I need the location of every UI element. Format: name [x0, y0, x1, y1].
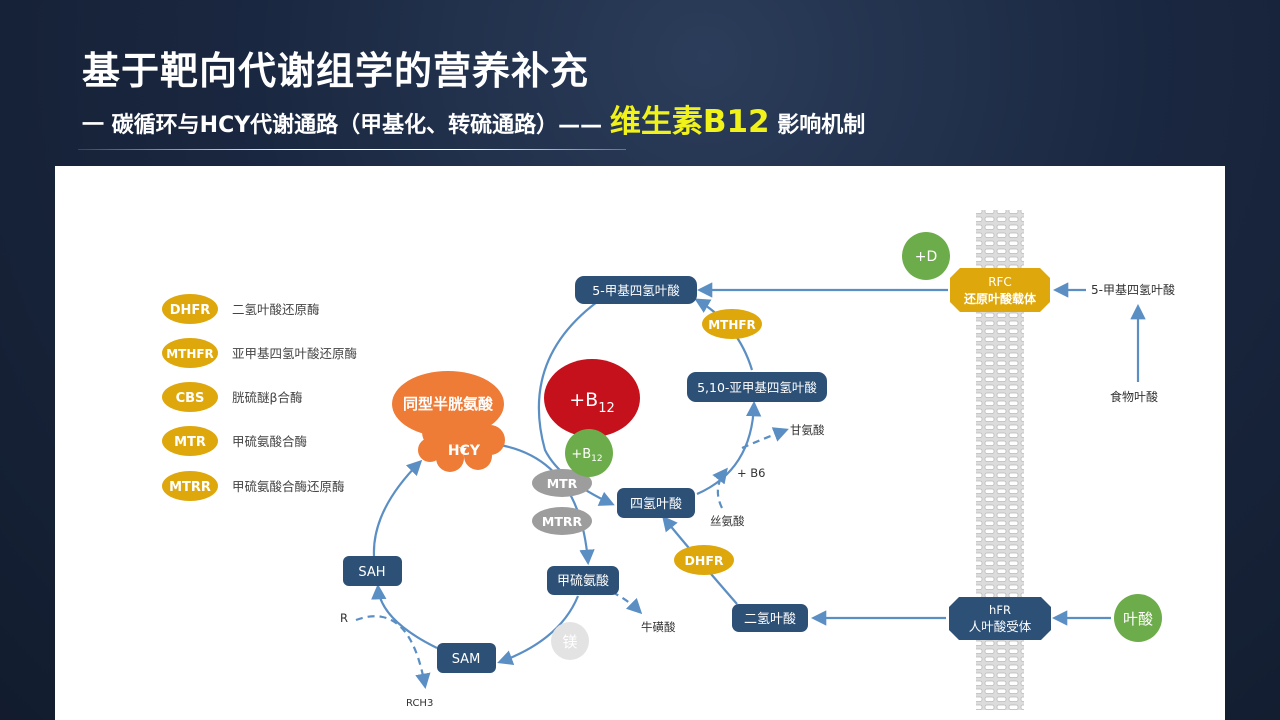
svg-text:+B12: +B12: [569, 389, 615, 416]
svg-text:镁: 镁: [562, 633, 577, 651]
svg-text:DHFR: DHFR: [684, 553, 723, 568]
node-methylene-thf: 5,10-亚甲基四氢叶酸: [687, 372, 827, 402]
vitamin-b12-badge-small: +B12: [565, 429, 613, 477]
legend-abbr: MTR: [174, 435, 206, 450]
title-divider: [78, 149, 626, 150]
enzyme-mtrr: MTRR: [532, 507, 592, 535]
svg-text:MTRR: MTRR: [542, 514, 583, 529]
hcy-full-name: 同型半胱氨酸: [403, 395, 494, 413]
legend-item: CBS 胱硫醚β合酶: [162, 382, 302, 412]
legend-desc: 二氢叶酸还原酶: [232, 302, 320, 317]
svg-text:MTHFR: MTHFR: [708, 318, 756, 332]
node-rfc: RFC 还原叶酸载体: [950, 268, 1050, 312]
label-r: R: [340, 611, 348, 625]
magnesium-badge: 镁: [551, 622, 589, 660]
vitamin-b12-badge-large: +B12: [544, 359, 640, 437]
legend-item: DHFR 二氢叶酸还原酶: [162, 294, 320, 324]
enzyme-mthfr: MTHFR: [702, 309, 762, 339]
node-methionine: 甲硫氨酸: [547, 566, 619, 595]
subtitle-suffix: 影响机制: [777, 113, 866, 138]
node-5-methyl-thf: 5-甲基四氢叶酸: [575, 276, 697, 304]
label-rch3: RCH3: [406, 698, 433, 709]
enzyme-legend: DHFR 二氢叶酸还原酶 MTHFR 亚甲基四氢叶酸还原酶 CBS 胱硫醚β合酶…: [162, 294, 357, 501]
side-labels: 甘氨酸 + B6 丝氨酸 牛磺酸 R RCH3 5-甲基四氢叶酸 食物叶酸: [340, 282, 1175, 709]
legend-abbr: MTHFR: [166, 347, 214, 361]
page-subtitle: 一 碳循环与HCY代谢通路（甲基化、转硫通路）—— 维生素B12 影响机制: [82, 96, 865, 141]
svg-text:叶酸: 叶酸: [1123, 610, 1153, 628]
subtitle-highlight: 维生素B12: [609, 104, 770, 140]
folate-badge: 叶酸: [1114, 594, 1162, 642]
hcy-abbr: HCY: [448, 443, 481, 459]
node-sam: SAM: [437, 643, 496, 673]
legend-abbr: DHFR: [170, 303, 211, 318]
node-dhf: 二氢叶酸: [732, 604, 808, 632]
svg-text:MTR: MTR: [547, 476, 578, 491]
legend-item: MTRR 甲硫氨酸合酶还原酶: [162, 471, 345, 501]
label-glycine: 甘氨酸: [790, 423, 825, 437]
legend-desc: 甲硫氨酸合酶: [232, 434, 307, 449]
enzyme-dhfr: DHFR: [674, 545, 734, 575]
node-thf: 四氢叶酸: [617, 488, 695, 518]
page-title: 基于靶向代谢组学的营养补充: [82, 49, 590, 93]
legend-item: MTHFR 亚甲基四氢叶酸还原酶: [162, 338, 357, 368]
svg-text:RFC: RFC: [988, 275, 1012, 289]
legend-item: MTR 甲硫氨酸合酶: [162, 426, 307, 456]
svg-text:四氢叶酸: 四氢叶酸: [630, 497, 682, 512]
legend-desc: 亚甲基四氢叶酸还原酶: [232, 346, 357, 361]
node-hcy: 同型半胱氨酸 HCY: [392, 371, 505, 472]
legend-abbr: MTRR: [169, 480, 211, 495]
svg-text:5-甲基四氢叶酸: 5-甲基四氢叶酸: [592, 283, 680, 298]
svg-text:人叶酸受体: 人叶酸受体: [969, 619, 1032, 634]
node-sah: SAH: [343, 556, 402, 586]
label-external-methyl-thf: 5-甲基四氢叶酸: [1091, 282, 1175, 297]
svg-text:5,10-亚甲基四氢叶酸: 5,10-亚甲基四氢叶酸: [697, 380, 817, 395]
svg-text:+D: +D: [915, 249, 938, 265]
legend-abbr: CBS: [176, 391, 205, 406]
label-food-folate: 食物叶酸: [1110, 389, 1158, 404]
subtitle-prefix: 一 碳循环与HCY代谢通路（甲基化、转硫通路）——: [82, 113, 603, 138]
vitamin-d-badge: +D: [902, 232, 950, 280]
pathway-diagram: DHFR 二氢叶酸还原酶 MTHFR 亚甲基四氢叶酸还原酶 CBS 胱硫醚β合酶…: [162, 210, 1175, 710]
svg-text:SAM: SAM: [452, 652, 481, 667]
svg-text:hFR: hFR: [989, 603, 1011, 617]
svg-text:甲硫氨酸: 甲硫氨酸: [557, 574, 609, 589]
legend-desc: 胱硫醚β合酶: [232, 390, 302, 405]
svg-text:还原叶酸载体: 还原叶酸载体: [963, 291, 1037, 306]
label-serine: 丝氨酸: [710, 514, 745, 528]
svg-text:二氢叶酸: 二氢叶酸: [744, 612, 796, 627]
svg-text:SAH: SAH: [358, 565, 385, 580]
svg-text:+B12: +B12: [571, 447, 602, 464]
diagram-panel: DHFR 二氢叶酸还原酶 MTHFR 亚甲基四氢叶酸还原酶 CBS 胱硫醚β合酶…: [55, 166, 1225, 720]
label-b6: + B6: [737, 466, 766, 480]
enzyme-mtr: MTR: [532, 469, 592, 497]
label-taurine: 牛磺酸: [641, 620, 676, 634]
legend-desc: 甲硫氨酸合酶还原酶: [232, 479, 345, 494]
node-hfr: hFR 人叶酸受体: [949, 597, 1051, 640]
